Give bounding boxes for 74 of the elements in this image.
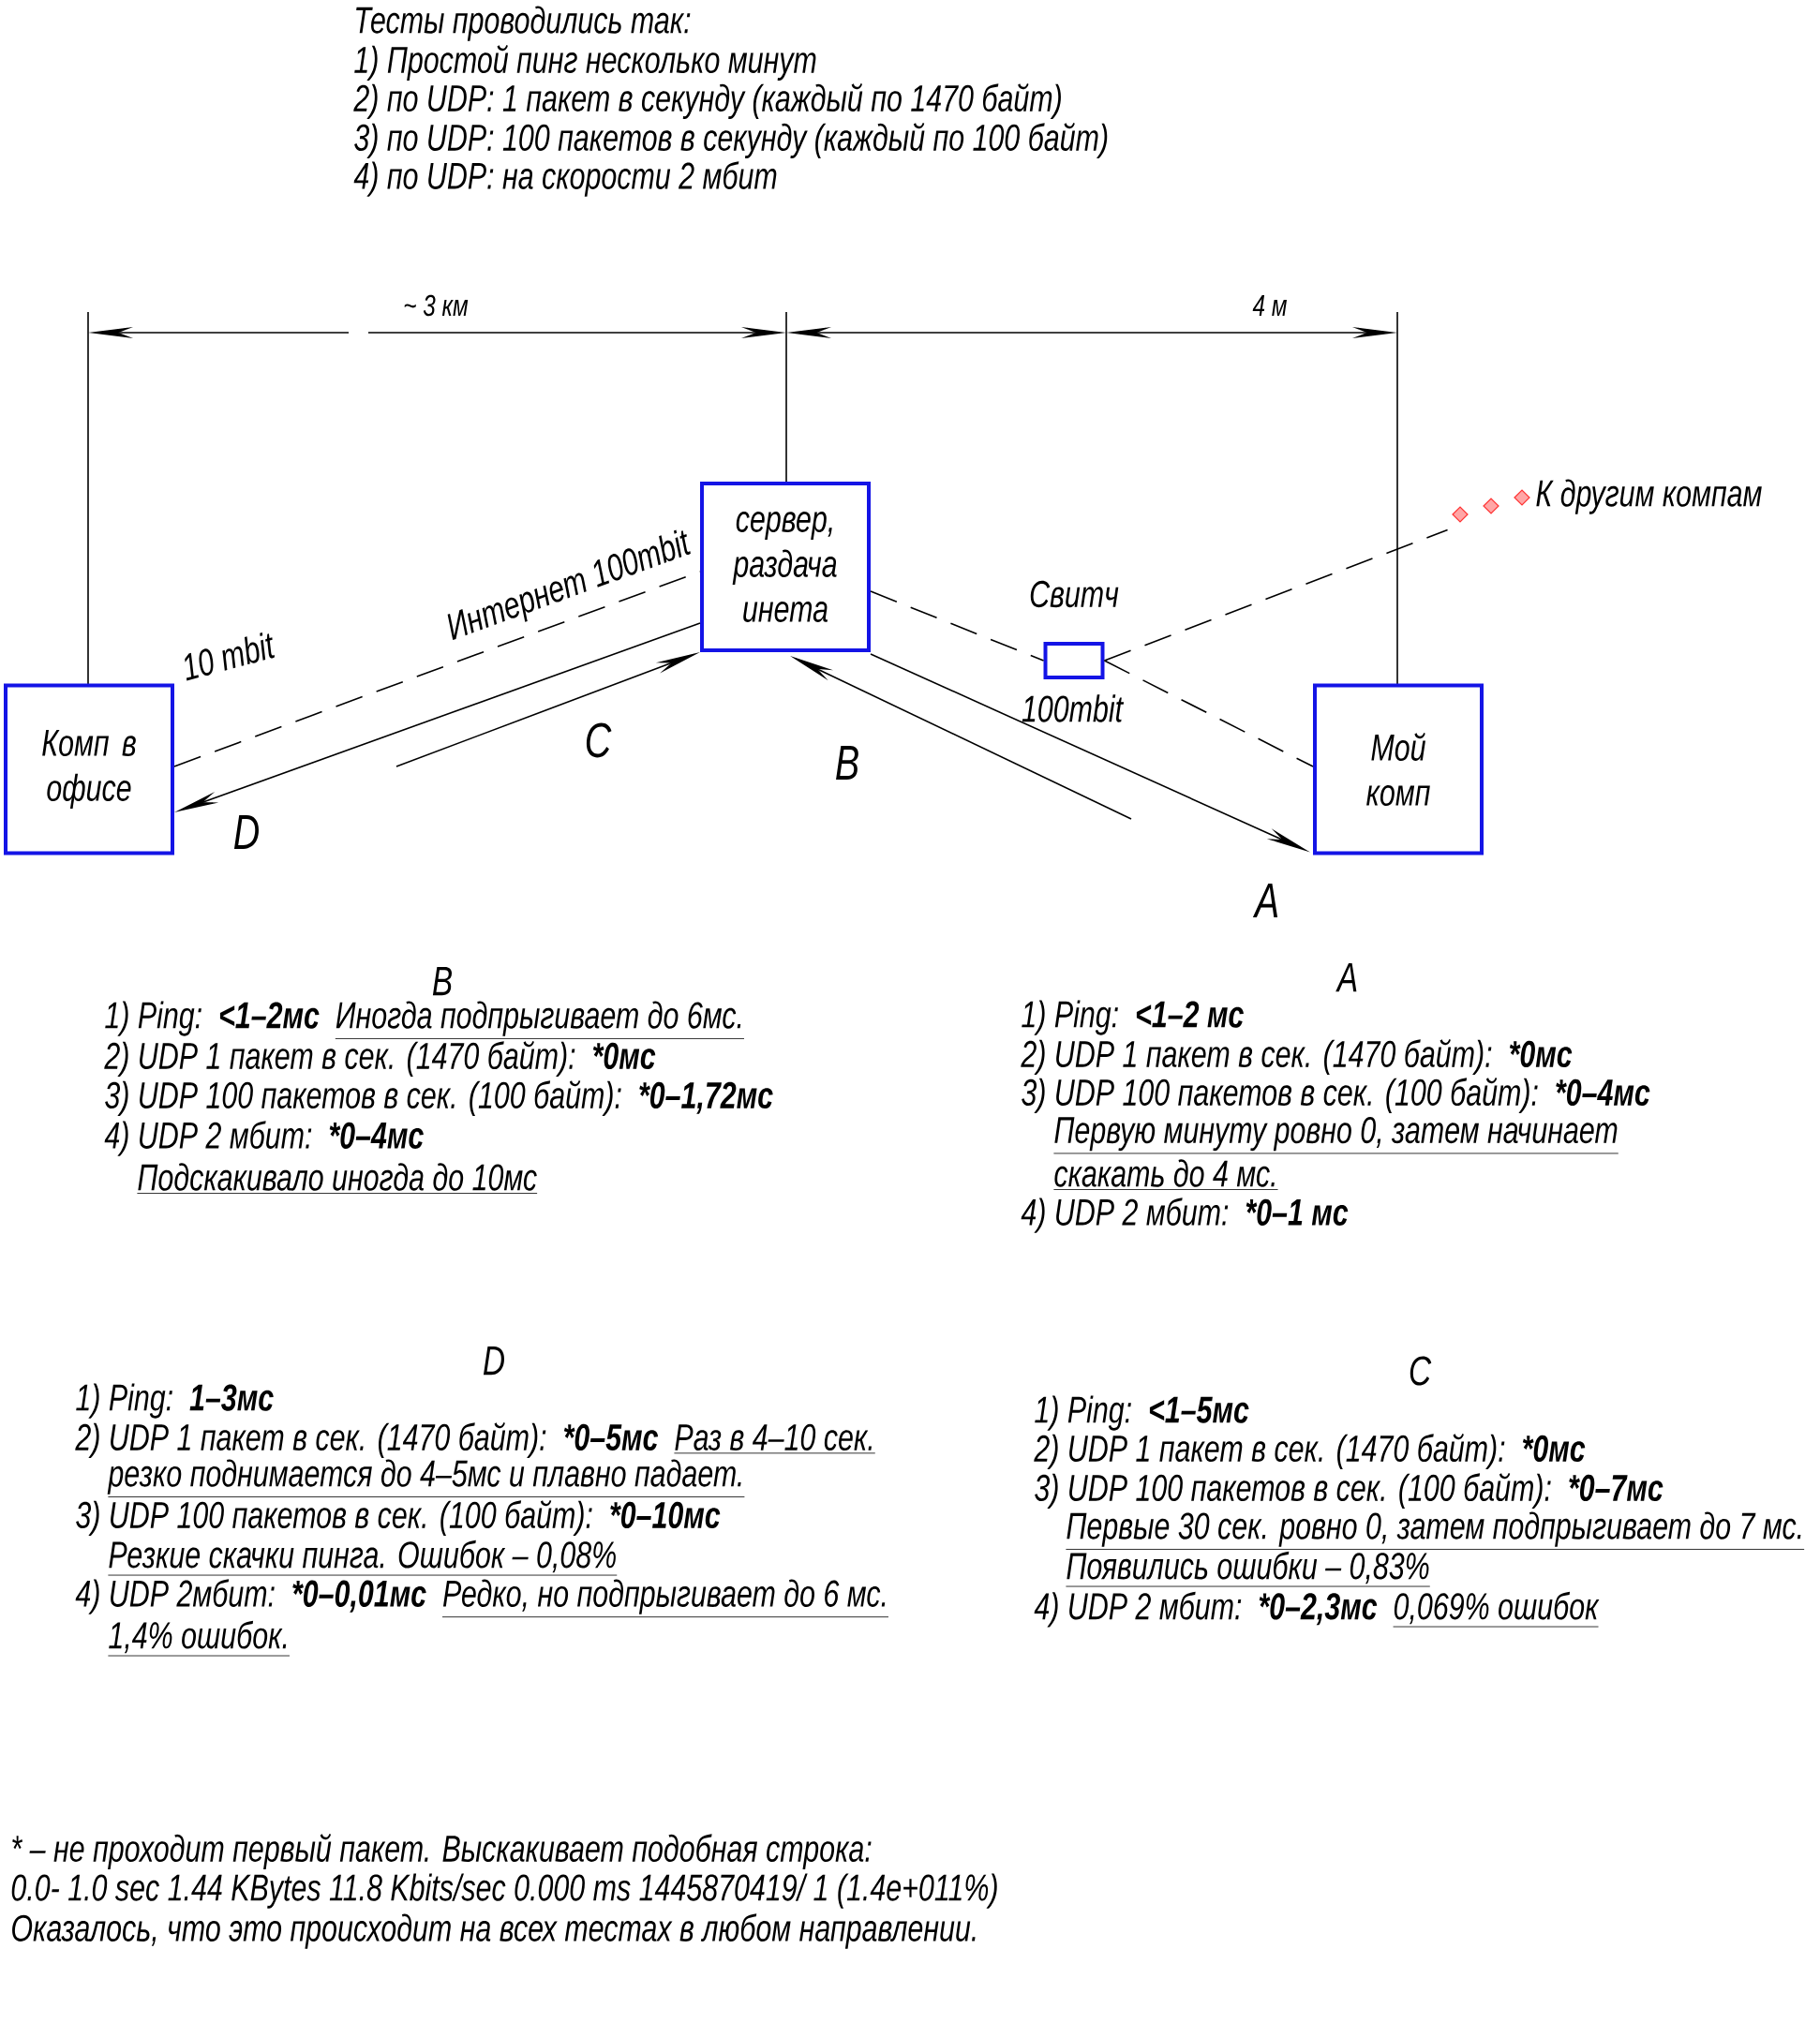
speed-label: 100mbit (1022, 694, 1125, 722)
note-text: 2) UDP 1 пакет в сек. (1470 байт): (1021, 1039, 1492, 1075)
note-text: 2) UDP 1 пакет в сек. (1470 байт): (75, 1422, 546, 1458)
measured-value: *0мс (592, 1042, 656, 1070)
section-heading: C (1410, 1356, 1432, 1386)
edge-label: C (582, 721, 614, 760)
note-text: 2) по UDP: 1 пакет в секунду (каждый по 1470 байт) (353, 83, 1061, 119)
note-text: 3) UDP 100 пакетов в сек. (100 байт): (1022, 1078, 1538, 1113)
note-text: 1) Ping: (76, 1383, 172, 1419)
underlined-note: Появились ошибки – 0,83% (1066, 1551, 1431, 1587)
measured-value: *0мс (1522, 1435, 1586, 1463)
section-heading: A (1335, 962, 1357, 992)
note-text: 4) UDP 2 мбит: (104, 1121, 312, 1156)
cable-line (1103, 528, 1449, 662)
edge-label: D (231, 813, 262, 851)
speed-label: 10 mbit (185, 632, 276, 681)
dimension-label: ~ 3 км (404, 294, 469, 317)
note-text: 4) UDP 2мбит: (75, 1579, 275, 1614)
underlined-note: Резкие скачки пинга. Ошибок – 0,08% (108, 1540, 618, 1576)
note-text: 3) UDP 100 пакетов в сек. (100 байт): (1035, 1473, 1551, 1509)
cable-line (173, 571, 701, 767)
cable-line (1103, 660, 1314, 767)
computer-box: Мой комп (1313, 683, 1484, 855)
measured-value: *0–2,3мс (1259, 1593, 1378, 1626)
note-text: 3) по UDP: 100 пакетов в секунду (каждый по 100 байт) (354, 123, 1108, 158)
note-text: 4) UDP 2 мбит: (1021, 1198, 1229, 1233)
underlined-note: Иногда подпрыгивает до 6мс. (335, 1001, 745, 1039)
measured-value: *0–10мс (610, 1501, 721, 1529)
section-heading: D (483, 1346, 504, 1376)
measured-value: *0–7мс (1569, 1474, 1663, 1502)
measured-value: *0–1,72мс (639, 1081, 773, 1114)
note-text: 1) Ping: (1022, 1000, 1118, 1035)
note-text: 1) Ping: (105, 1001, 201, 1036)
edge-label: A (1252, 882, 1282, 919)
underlined-note: Первую минуту ровно 0, затем начинает (1053, 1116, 1619, 1154)
measured-value: <1–2мс (219, 1002, 320, 1029)
note-text: Тесты проводились так: (356, 6, 691, 41)
measured-value: <1–5мс (1149, 1396, 1249, 1423)
note-text: 4) UDP 2 мбит: (1034, 1591, 1242, 1628)
underlined-note: Первые 30 сек. ровно 0, затем подпрыгивает до 7 мс. (1066, 1511, 1805, 1550)
measured-value: *0–0,01мс (292, 1580, 426, 1613)
underlined-note: Подскакивало иногда до 10мс (137, 1163, 538, 1194)
switch-box (1043, 642, 1105, 679)
note-text: 4) по UDP: на скорости 2 мбит (353, 161, 777, 197)
note-text: Оказалось, что это происходит на всех тестах в любом направлении. (12, 1913, 976, 1949)
note-text: 1) Ping: (1035, 1395, 1131, 1431)
note-text: 0.0- 1.0 sec 1.44 KBytes 11.8 Kbits/sec 0.000 ms 1445870419/ 1 (1.4e+011%) (11, 1873, 997, 1909)
note-text: 2) UDP 1 пакет в сек. (1470 байт): (1034, 1434, 1505, 1469)
measured-value: *0–4мс (1556, 1079, 1650, 1107)
underlined-note: скакать до 4 мс. (1053, 1159, 1278, 1190)
computer-box: Комп в офисе (4, 683, 174, 855)
note-text: 2) UDP 1 пакет в сек. (1470 байт): (104, 1041, 575, 1077)
underlined-note: 0,069% ошибок (1393, 1591, 1600, 1628)
section-heading: B (432, 966, 452, 996)
edge-label: B (832, 744, 862, 781)
note-text: 1) Простой пинг несколько минут (354, 45, 816, 81)
measured-value: 1–3мс (189, 1384, 274, 1411)
measured-value: *0–5мс (563, 1423, 659, 1451)
underlined-note: Редко, но подпрыгивает до 6 мс. (441, 1579, 889, 1618)
underlined-note: резко поднимается до 4–5мс и плавно падает. (107, 1459, 745, 1497)
measured-value: *0–1 мс (1246, 1198, 1349, 1226)
underlined-note: 1,4% ошибок. (108, 1620, 291, 1657)
note-text: 3) UDP 100 пакетов в сек. (100 байт): (76, 1500, 592, 1536)
measured-value: *0мс (1509, 1040, 1573, 1068)
server-box: сервер, раздача инета (700, 482, 871, 652)
destination-label: К другим компам (1536, 479, 1762, 514)
measured-value: *0–4мс (329, 1122, 424, 1149)
underlined-note: Раз в 4–10 сек. (674, 1423, 876, 1454)
cable-line (870, 590, 1045, 662)
measured-value: <1–2 мс (1136, 1001, 1244, 1028)
note-text: * – не проходит первый пакет. Выскакивает подобная строка: (12, 1834, 872, 1869)
switch-label: Свитч (1030, 580, 1119, 608)
dimension-label: 4 м (1252, 295, 1287, 316)
note-text: 3) UDP 100 пакетов в сек. (100 байт): (105, 1080, 621, 1116)
